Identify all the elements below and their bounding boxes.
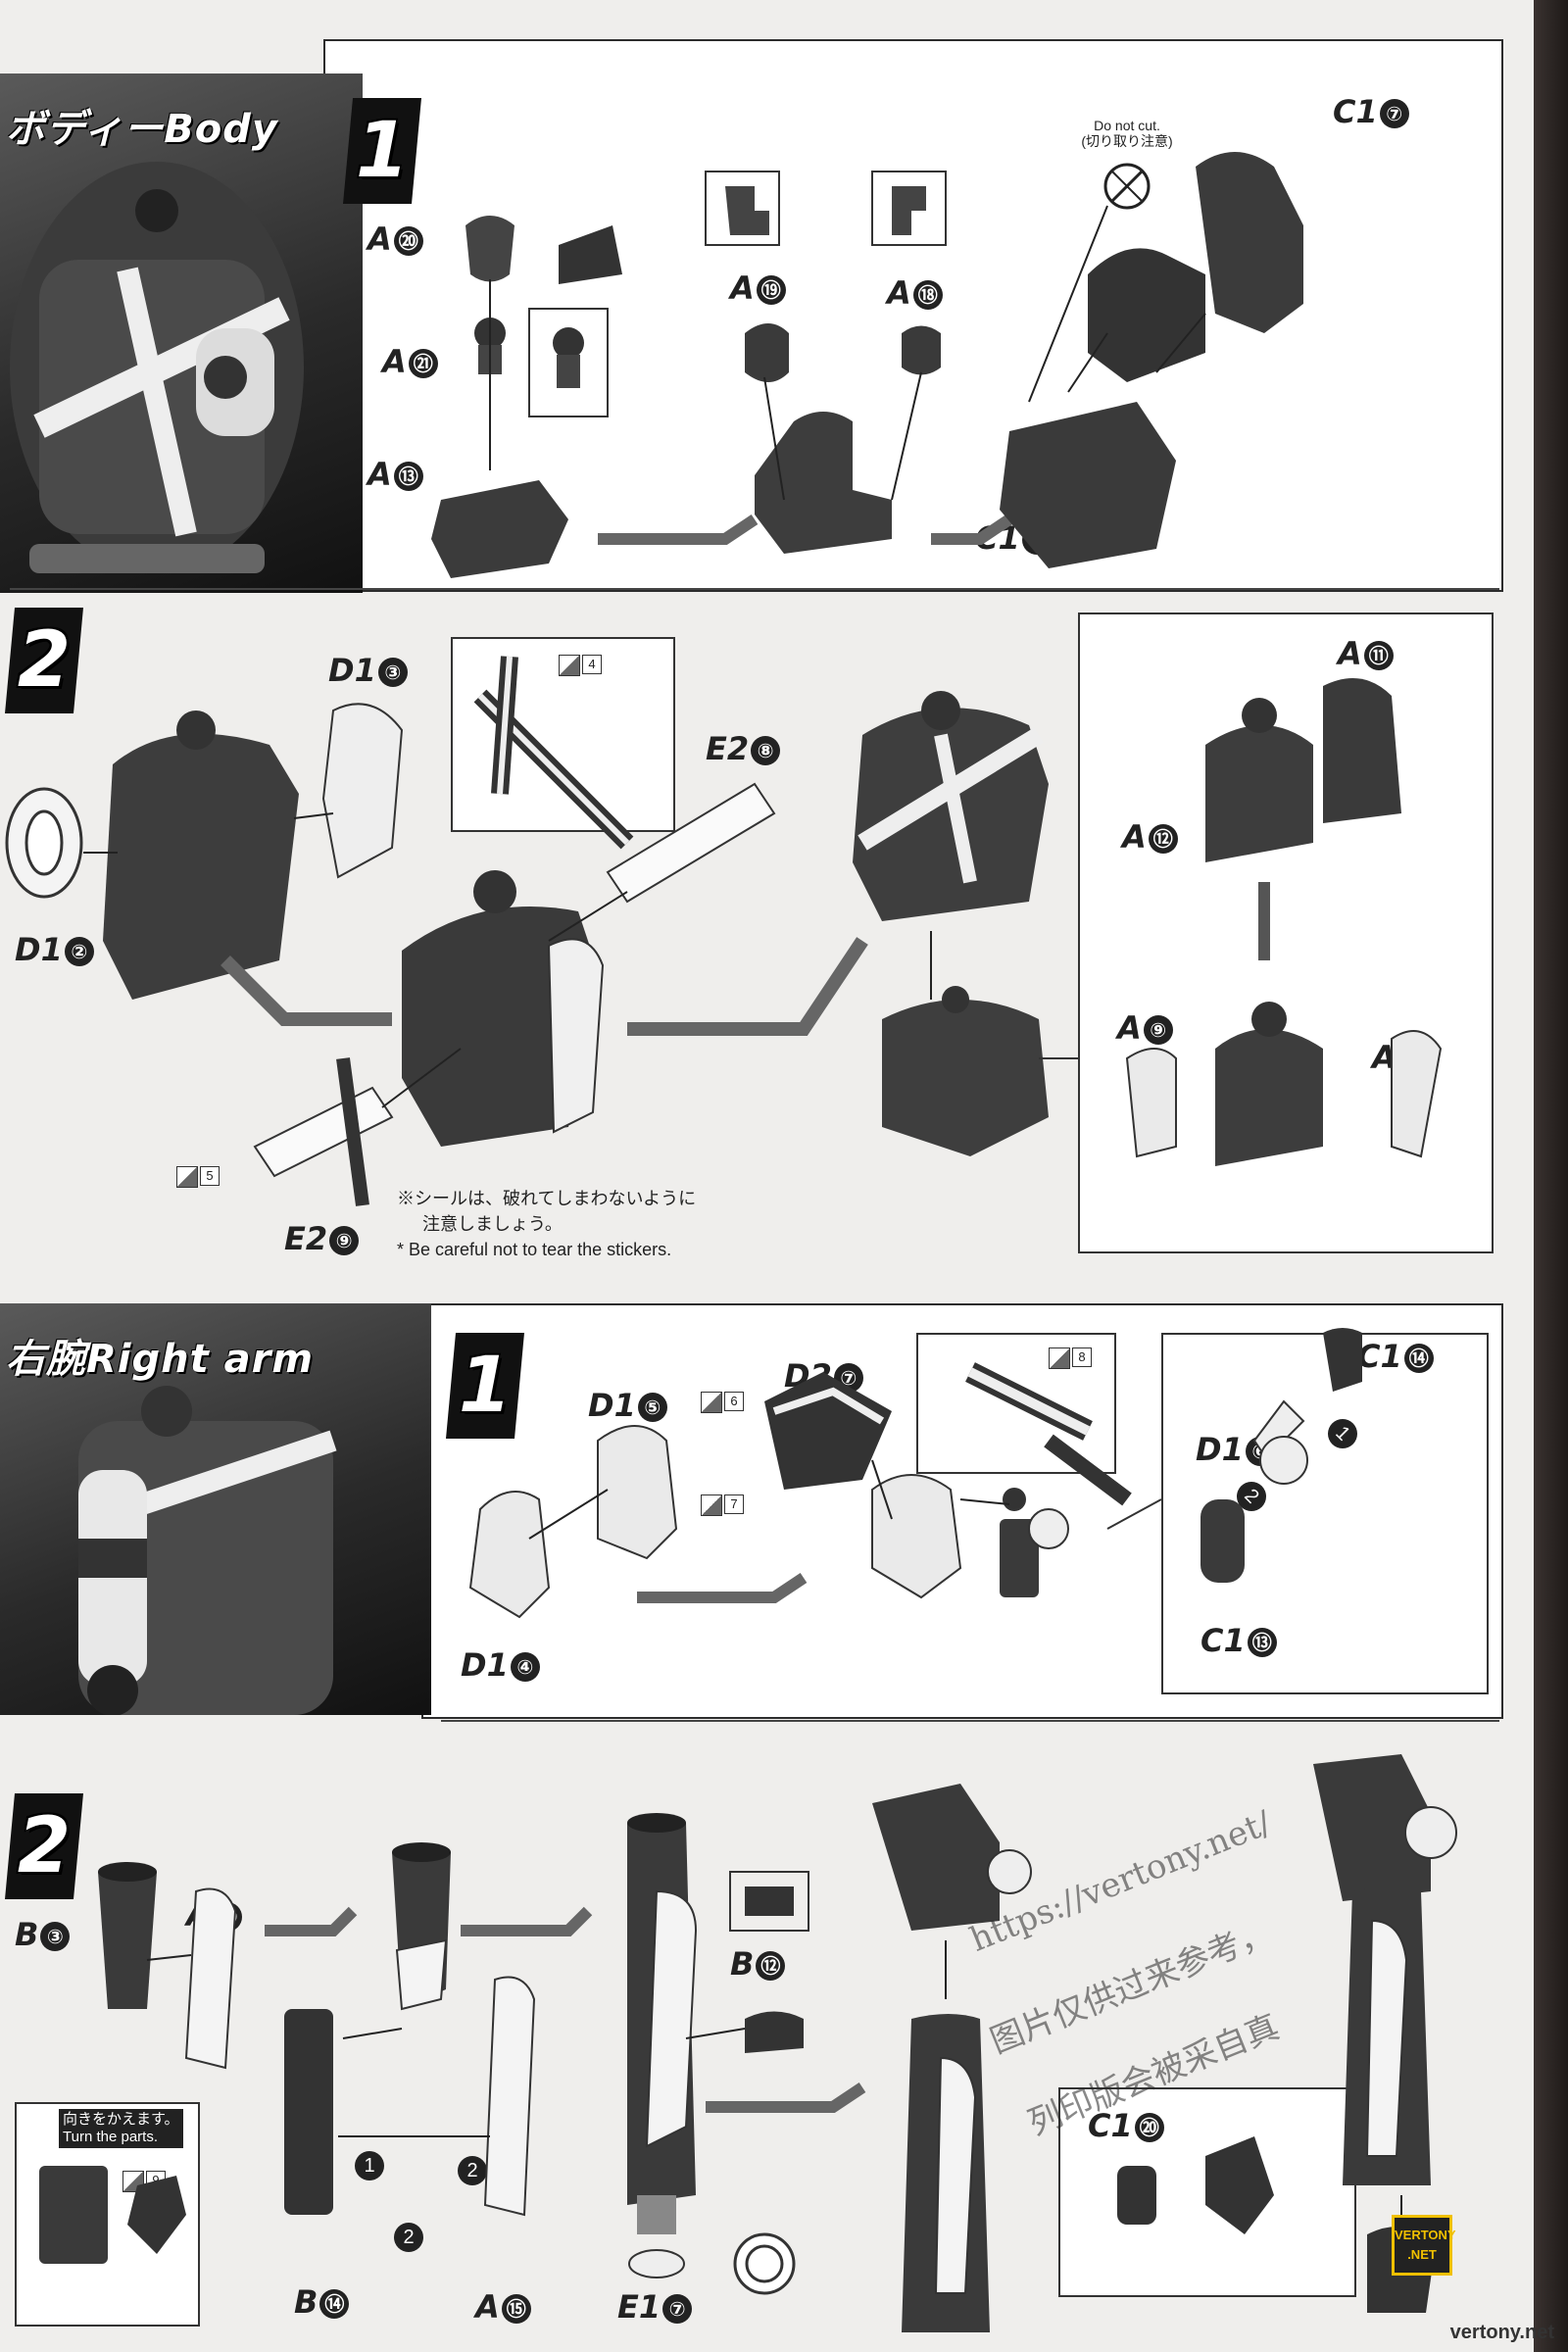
body-step1-number: 1 [355, 107, 410, 195]
sticker-caution-jp-1: ※シールは、破れてしまわないように [397, 1189, 697, 1208]
arm-section-title: 右腕Right arm [6, 1337, 315, 1382]
turn-parts-note: 向きをかえます。 Turn the parts. [59, 2109, 183, 2148]
sticker-caution-jp-2: 注意しましょう。 [422, 1214, 563, 1234]
sticker-8-ref: 8 [1049, 1348, 1092, 1369]
body-step1-drawings [431, 152, 1303, 578]
arm-step-divider [441, 1720, 1499, 1722]
sticker-4-ref: 4 [559, 655, 602, 676]
body-step2-number: 2 [17, 616, 72, 705]
arm-step2-drawings [39, 1754, 1457, 2332]
arm-step2-order-1: 1 [355, 2151, 384, 2180]
vertony-badge-line1: VERTONY [1395, 2228, 1456, 2242]
arm-step1-drawings [468, 1328, 1362, 1619]
page-binding-edge [1534, 0, 1568, 2352]
body-step1-badge: 1 [343, 98, 421, 204]
arm-step2-badge: 2 [5, 1793, 83, 1899]
sticker-6-ref: 6 [701, 1392, 744, 1413]
arm-figure-illustration [78, 1386, 337, 1715]
arm-section-header: 右腕Right arm [0, 1303, 431, 1715]
arm-step1-number: 1 [458, 1342, 513, 1430]
sticker-caution-note: ※シールは、破れてしまわないように 注意しましょう。 * Be careful … [397, 1186, 696, 1262]
arm-step2-order-2a: 2 [458, 2156, 487, 2185]
footer-url: vertony.net [1449, 2322, 1554, 2343]
arm-step2-order-2b: 2 [394, 2223, 423, 2252]
body-step-divider [10, 588, 1499, 590]
body-step2-drawings [5, 656, 1443, 1206]
arm-step2-number: 2 [17, 1802, 72, 1890]
body-step2-badge: 2 [5, 608, 83, 713]
sticker-caution-en: * Be careful not to tear the stickers. [397, 1240, 672, 1259]
vertony-badge: VERTONY .NET [1392, 2215, 1456, 2276]
do-not-cut-note: Do not cut. (切り取り注意) [1068, 118, 1186, 149]
turn-parts-en: Turn the parts. [63, 2129, 158, 2145]
sticker-7-ref: 7 [701, 1494, 744, 1516]
arm-step1-badge: 1 [446, 1333, 524, 1439]
body-figure-illustration [10, 162, 304, 573]
do-not-cut-en: Do not cut. [1094, 118, 1160, 133]
vertony-badge-line2: .NET [1407, 2247, 1437, 2262]
sticker-5-ref: 5 [176, 1166, 220, 1188]
turn-parts-jp: 向きをかえます。 [63, 2111, 179, 2128]
do-not-cut-jp: (切り取り注意) [1081, 133, 1173, 149]
body-section-header: ボディーBody [0, 74, 363, 593]
body-section-title: ボディーBody [6, 107, 278, 152]
